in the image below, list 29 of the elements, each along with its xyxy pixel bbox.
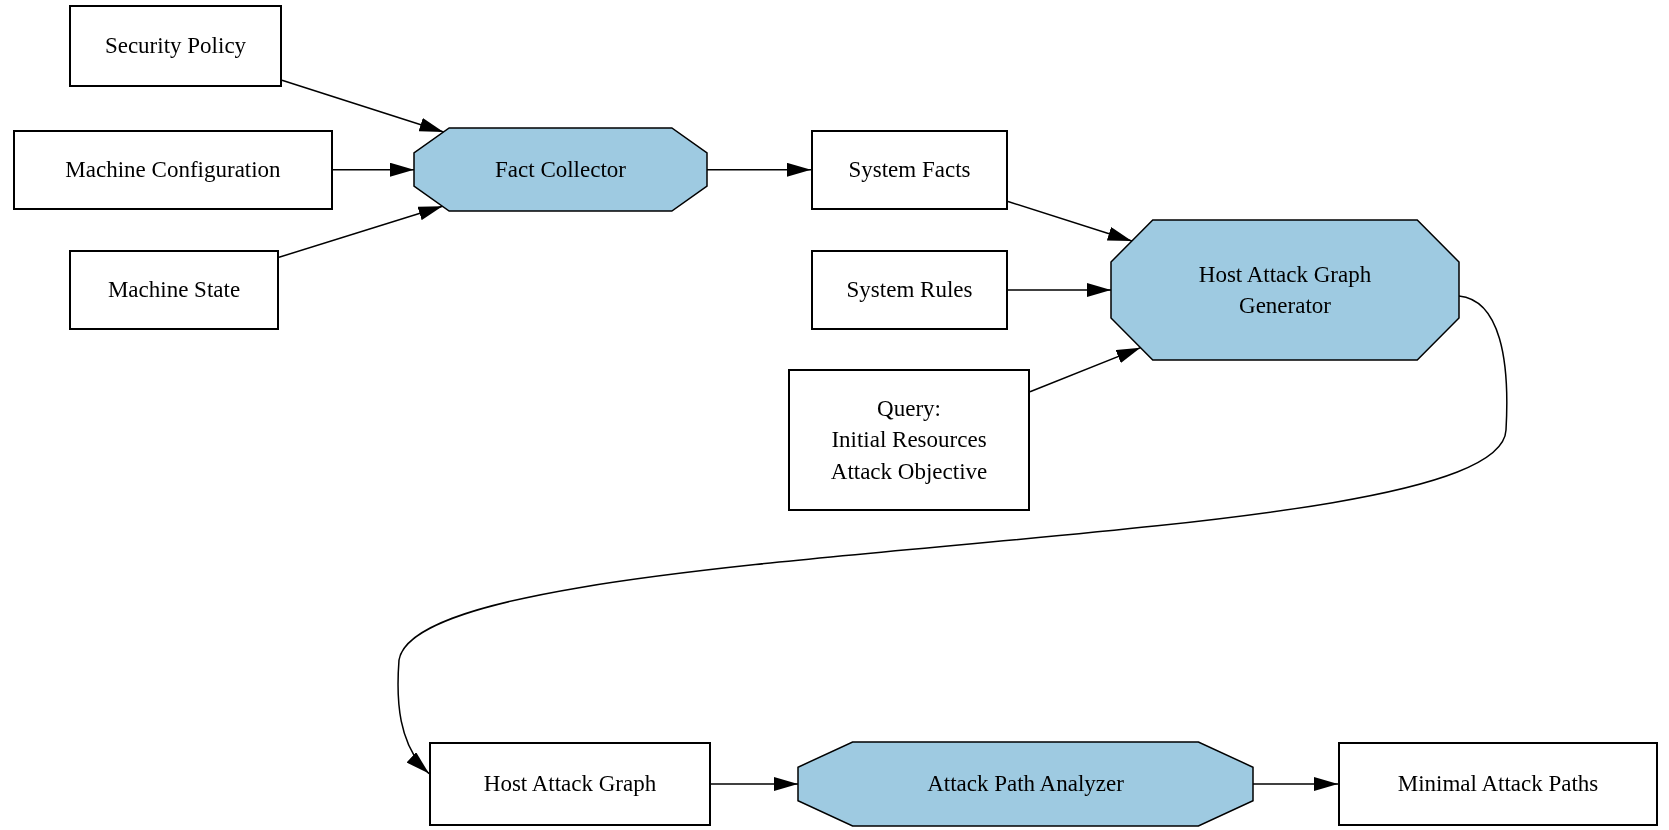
node-label: Host Attack Graph Generator [1197,260,1373,320]
arrow [278,203,444,258]
node-label: Host Attack Graph [482,770,658,799]
input-box [811,250,1008,330]
node-label: Minimal Attack Paths [1396,770,1600,799]
node-label: Attack Path Analyzer [926,770,1125,799]
node-label: System Rules [845,276,974,305]
input-box [69,5,282,87]
input-box [788,369,1030,511]
node-label: System Facts [847,156,972,185]
input-box [13,130,333,210]
node-label: Initial Resources [830,426,988,455]
arrow [1007,200,1133,244]
node-label: Machine Configuration [64,156,282,185]
arrow [1029,346,1142,393]
node-label: Query: [876,395,942,424]
arrow [281,79,445,135]
node-label: Fact Collector [494,155,627,184]
input-box [429,742,711,826]
input-box [811,130,1008,210]
input-box [1338,742,1658,826]
node-label: Security Policy [103,32,248,61]
node-label: Machine State [106,276,242,305]
arrow [332,162,415,177]
input-box [69,250,279,330]
node-label: Attack Objective [829,457,989,486]
arrow [397,295,1508,775]
arrow [1007,283,1112,297]
arrow [710,777,799,791]
